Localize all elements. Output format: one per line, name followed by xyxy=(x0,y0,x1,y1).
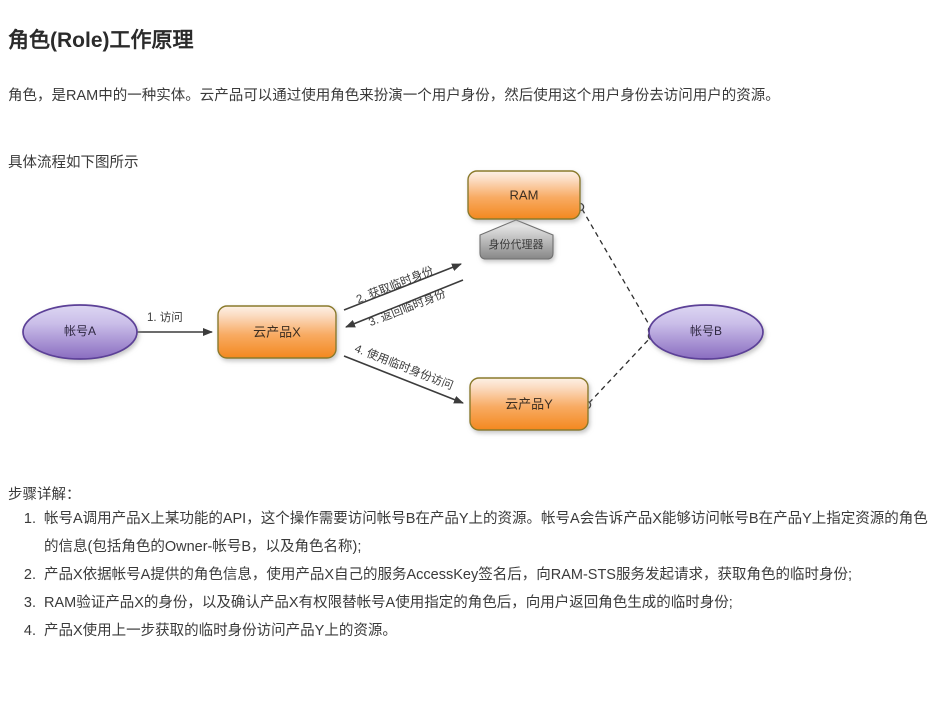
node-label-ram: RAM xyxy=(510,187,539,202)
node-ram[interactable] xyxy=(467,170,581,220)
steps-heading: 步骤详解： xyxy=(8,486,81,503)
node-account-a[interactable] xyxy=(22,304,138,360)
node-label-cloud-product-y: 云产品Y xyxy=(505,396,553,411)
list-item: RAM验证产品X的身份，以及确认产品X有权限替帐号A使用指定的角色后，向用户返回… xyxy=(40,589,940,617)
edge-step2-get-temp-identity: 2. 获取临时身份 xyxy=(343,263,462,311)
edge-step1-access: 1. 访问 xyxy=(134,311,213,336)
flow-note-text: 具体流程如下图所示 xyxy=(8,154,139,171)
node-identity-agent[interactable] xyxy=(479,219,554,260)
list-item: 产品X使用上一步获取的临时身份访问产品Y上的资源。 xyxy=(40,617,940,645)
edge-step4-use-temp-identity: 4. 使用临时身份访问 xyxy=(343,341,464,404)
page-title: 角色(Role)工作原理 xyxy=(8,29,194,53)
trust-link-ram-to-account-b xyxy=(575,202,657,335)
node-label-account-b: 帐号B xyxy=(690,323,722,338)
node-label-account-a: 帐号A xyxy=(64,323,96,338)
node-label-cloud-product-x: 云产品X xyxy=(253,324,301,339)
trust-link-product-y-to-account-b xyxy=(582,331,657,410)
edge-label-step4: 4. 使用临时身份访问 xyxy=(353,341,456,392)
intro-paragraph: 角色，是RAM中的一种实体。云产品可以通过使用角色来扮演一个用户身份，然后使用这… xyxy=(8,87,780,104)
steps-list: 帐号A调用产品X上某功能的API，这个操作需要访问帐号B在产品Y上的资源。帐号A… xyxy=(8,505,940,645)
list-item: 帐号A调用产品X上某功能的API，这个操作需要访问帐号B在产品Y上的资源。帐号A… xyxy=(40,505,940,561)
node-label-identity-agent: 身份代理器 xyxy=(489,237,544,251)
node-cloud-product-x[interactable] xyxy=(217,305,337,359)
node-account-b[interactable] xyxy=(648,304,764,360)
edge-label-step1: 1. 访问 xyxy=(147,311,183,324)
list-item: 产品X依据帐号A提供的角色信息，使用产品X自己的服务AccessKey签名后，向… xyxy=(40,561,940,589)
node-cloud-product-y[interactable] xyxy=(469,377,589,431)
role-workflow-diagram: 1. 访问 2. 获取临时身份 3. 返回临时身份 4. 使用临时身份访问 身 xyxy=(0,160,948,450)
